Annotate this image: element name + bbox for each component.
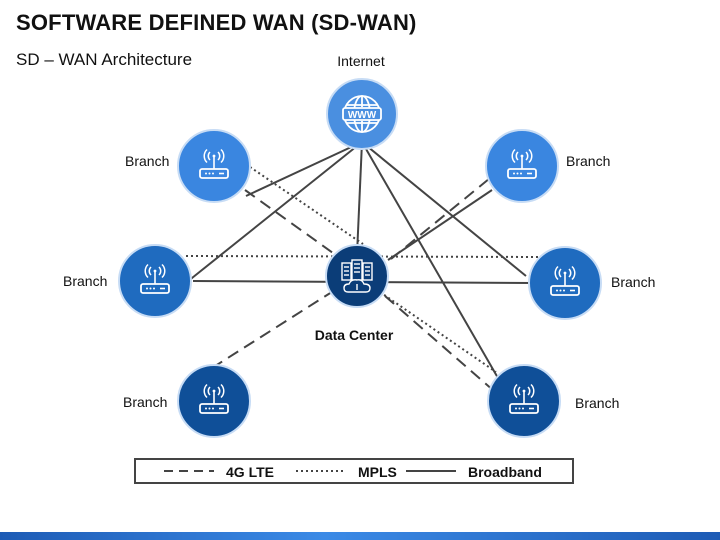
broadband-line: [361, 141, 499, 379]
footer-accent-bar: [0, 532, 720, 540]
legend: 4G LTE MPLS Broadband: [134, 458, 574, 484]
mpls-line: [379, 291, 497, 373]
branch-label: Branch: [575, 395, 619, 411]
broadband-line: [245, 141, 363, 197]
svg-text:WWW: WWW: [348, 110, 377, 121]
mpls-line: [185, 255, 541, 258]
branch-label: Branch: [123, 394, 167, 410]
page-title: SOFTWARE DEFINED WAN (SD-WAN): [16, 10, 417, 35]
lte-legend-label: 4G LTE: [226, 464, 274, 480]
mpls-legend-label: MPLS: [358, 464, 397, 480]
branch-label: Branch: [566, 153, 610, 169]
broadband-line: [387, 189, 493, 261]
branch-node-bottom-left[interactable]: [177, 364, 251, 438]
server-cloud-icon: [341, 259, 373, 293]
broadband-legend-label: Broadband: [468, 464, 542, 480]
branch-node-bottom-right[interactable]: [487, 364, 561, 438]
branch-node-top-left[interactable]: [177, 129, 251, 203]
globe-www-icon: WWW: [342, 95, 382, 133]
data-center-label: Data Center: [315, 327, 394, 343]
branch-label: Branch: [125, 153, 169, 169]
internet-node[interactable]: WWW: [326, 78, 398, 150]
data-center-node[interactable]: [325, 244, 389, 308]
internet-label: Internet: [337, 53, 385, 69]
branch-node-top-right[interactable]: [485, 129, 559, 203]
lte-line: [384, 295, 495, 392]
page-subtitle: SD – WAN Architecture: [16, 50, 193, 69]
branch-label: Branch: [611, 274, 655, 290]
broadband-line: [361, 141, 527, 277]
broadband-line: [186, 141, 363, 283]
lte-line: [390, 173, 496, 260]
legend-swatches: [164, 470, 456, 472]
lte-line: [211, 289, 336, 369]
branch-label: Branch: [63, 273, 107, 289]
lte-line: [244, 189, 341, 259]
branch-node-middle-left[interactable]: [118, 244, 192, 318]
branch-node-middle-right[interactable]: [528, 246, 602, 320]
